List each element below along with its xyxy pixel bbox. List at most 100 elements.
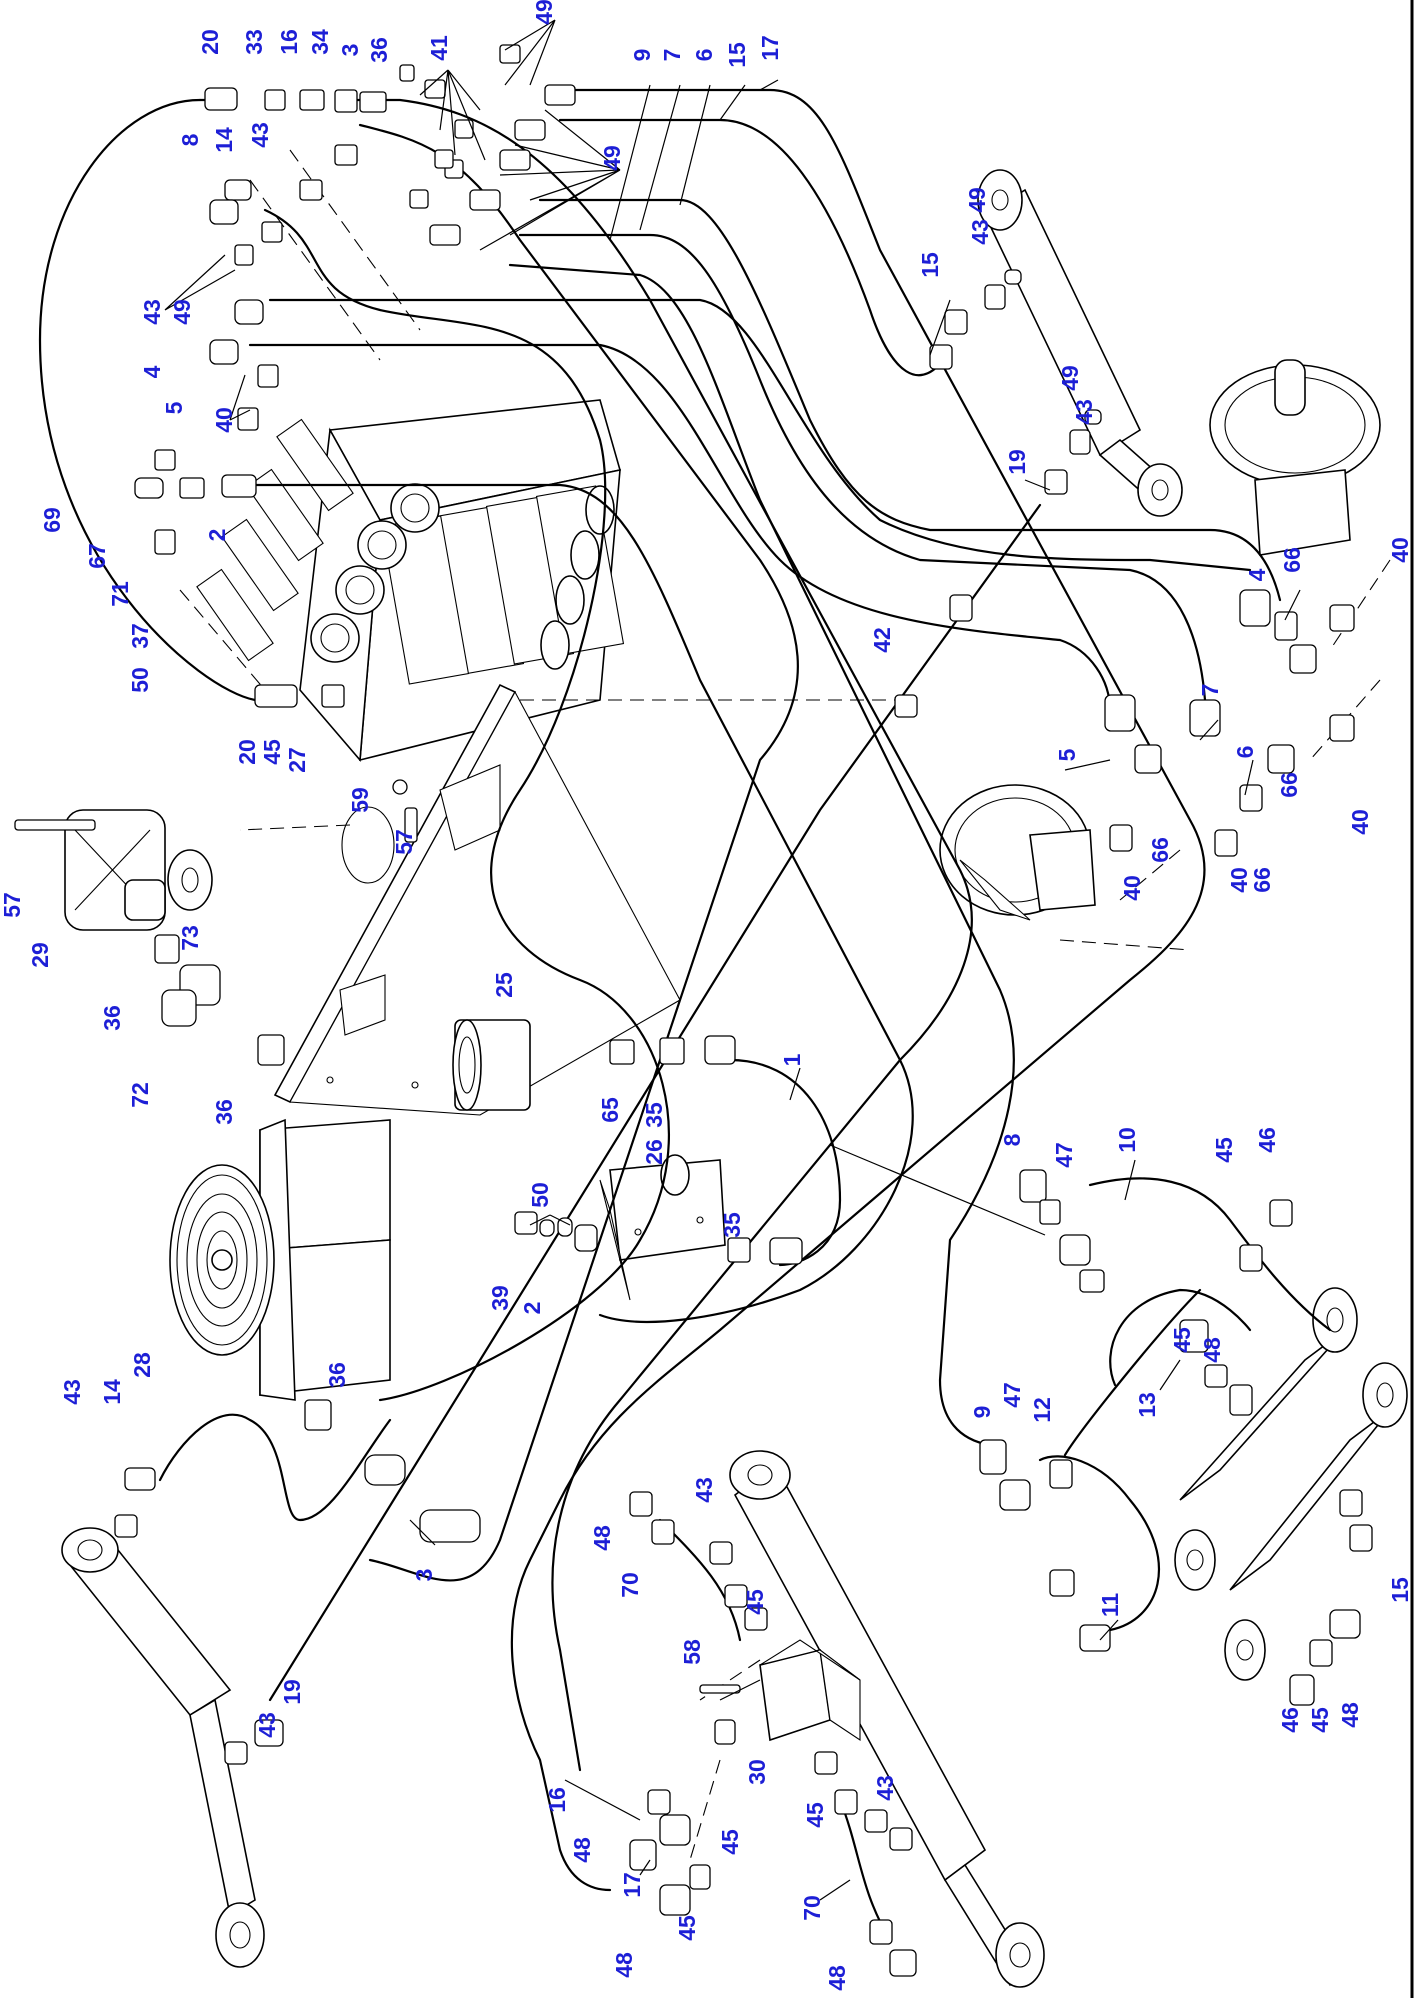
callout-17: 17 xyxy=(619,1872,645,1898)
callout-14: 14 xyxy=(211,127,237,153)
callout-45: 45 xyxy=(802,1802,828,1828)
callout-45: 45 xyxy=(674,1915,700,1941)
callout-15: 15 xyxy=(917,252,943,278)
callout-46: 46 xyxy=(1277,1707,1303,1733)
boom-cylinder-right-a xyxy=(1174,1287,1358,1591)
hydraulic-tank xyxy=(64,809,213,931)
callout-15: 15 xyxy=(1387,1577,1413,1603)
callout-3: 3 xyxy=(337,44,363,57)
hose-fittings xyxy=(14,44,1373,1977)
callout-43: 43 xyxy=(691,1477,717,1503)
callout-30: 30 xyxy=(744,1759,770,1785)
callout-3: 3 xyxy=(411,1569,437,1582)
callout-25: 25 xyxy=(491,972,517,998)
callout-26: 26 xyxy=(641,1139,667,1165)
callout-66: 66 xyxy=(1276,772,1302,798)
hose-routing xyxy=(38,88,1332,1942)
callout-49: 49 xyxy=(169,299,195,325)
callout-19: 19 xyxy=(1004,449,1030,475)
callout-29: 29 xyxy=(27,942,53,968)
callout-9: 9 xyxy=(969,1406,995,1419)
callout-57: 57 xyxy=(391,829,417,855)
oil-cooler-fitting-36 xyxy=(304,1399,332,1431)
tilt-cylinder-top-right xyxy=(977,169,1183,517)
callout-19: 19 xyxy=(279,1679,305,1705)
callout-71: 71 xyxy=(107,581,133,607)
return-filter xyxy=(452,1019,531,1111)
callout-34: 34 xyxy=(307,29,333,55)
mounting-plate xyxy=(273,683,681,1116)
callout-45: 45 xyxy=(717,1829,743,1855)
oil-cooler xyxy=(169,1118,391,1401)
callout-48: 48 xyxy=(1337,1702,1363,1728)
callout-45: 45 xyxy=(259,739,285,765)
callout-6: 6 xyxy=(1232,746,1258,759)
callout-28: 28 xyxy=(129,1352,155,1378)
callout-5: 5 xyxy=(1054,748,1080,761)
steering-cylinder-bottom xyxy=(729,1450,1045,1988)
callout-36: 36 xyxy=(366,37,392,63)
callout-49: 49 xyxy=(531,0,557,25)
callout-40: 40 xyxy=(1387,537,1413,563)
callout-40: 40 xyxy=(1226,867,1252,893)
callout-48: 48 xyxy=(824,1965,850,1991)
callout-14: 14 xyxy=(99,1379,125,1405)
callout-67: 67 xyxy=(84,543,110,569)
callout-43: 43 xyxy=(59,1379,85,1405)
hydraulic-pump xyxy=(599,1154,726,1301)
callout-43: 43 xyxy=(967,219,993,245)
callout-49: 49 xyxy=(964,187,990,213)
callout-7: 7 xyxy=(659,49,685,62)
callout-40: 40 xyxy=(1119,875,1145,901)
callout-43: 43 xyxy=(254,1712,280,1738)
callout-45: 45 xyxy=(742,1589,768,1615)
callout-49: 49 xyxy=(599,145,625,171)
callout-36: 36 xyxy=(99,1005,125,1031)
callout-9: 9 xyxy=(629,49,655,62)
callout-45: 45 xyxy=(1169,1327,1195,1353)
callout-49: 49 xyxy=(1057,365,1083,391)
callout-41: 41 xyxy=(426,35,452,61)
callout-47: 47 xyxy=(1051,1142,1077,1168)
callout-16: 16 xyxy=(276,29,302,55)
control-valve-bank xyxy=(196,399,625,762)
callout-73: 73 xyxy=(177,925,203,951)
inspection-cover xyxy=(341,806,395,884)
valve-handles xyxy=(196,418,354,662)
callout-47: 47 xyxy=(999,1382,1025,1408)
callout-4: 4 xyxy=(139,365,165,378)
boom-cylinder-right-b xyxy=(1224,1362,1408,1681)
callout-48: 48 xyxy=(589,1525,615,1551)
callout-46: 46 xyxy=(1254,1127,1280,1153)
callout-48: 48 xyxy=(1199,1337,1225,1363)
callout-7: 7 xyxy=(1197,684,1223,697)
callout-40: 40 xyxy=(1347,809,1373,835)
callout-1: 1 xyxy=(779,1053,805,1066)
lift-cylinder-left xyxy=(61,1527,265,1968)
callout-72: 72 xyxy=(127,1082,153,1108)
callout-57: 57 xyxy=(0,892,25,918)
callout-42: 42 xyxy=(869,627,895,653)
callout-17: 17 xyxy=(757,35,783,61)
callout-35: 35 xyxy=(641,1102,667,1128)
callout-11: 11 xyxy=(1097,1593,1123,1618)
callout-48: 48 xyxy=(569,1837,595,1863)
hydraulic-motor-right xyxy=(1209,359,1381,556)
callout-36: 36 xyxy=(324,1362,350,1388)
callout-40: 40 xyxy=(211,407,237,433)
callout-43: 43 xyxy=(139,299,165,325)
flow-divider-block xyxy=(759,1639,861,1742)
callout-59: 59 xyxy=(347,787,373,813)
callout-66: 66 xyxy=(1279,547,1305,573)
callout-70: 70 xyxy=(799,1895,825,1921)
callout-8: 8 xyxy=(999,1133,1025,1146)
callout-70: 70 xyxy=(617,1572,643,1598)
callout-13: 13 xyxy=(1134,1392,1160,1418)
callout-2: 2 xyxy=(519,1302,545,1315)
callout-69: 69 xyxy=(39,507,65,533)
callout-48: 48 xyxy=(611,1952,637,1978)
callout-58: 58 xyxy=(679,1639,705,1665)
callout-leaders xyxy=(164,19,1301,1901)
